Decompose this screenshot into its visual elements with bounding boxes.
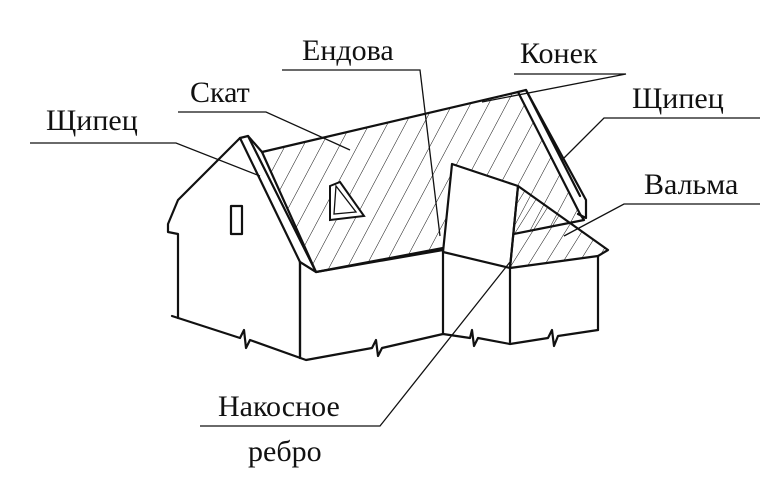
- label-endova: Ендова: [302, 34, 394, 67]
- label-nakosnoe-line2: ребро: [248, 435, 322, 468]
- right-verge-board: [516, 88, 588, 220]
- label-skat: Скат: [190, 76, 250, 109]
- leader-shchipets-right: [561, 117, 760, 161]
- leader-valma: [563, 203, 760, 237]
- leader-konek: [481, 73, 627, 103]
- leader-skat: [178, 111, 351, 151]
- house-drawing: [166, 88, 610, 362]
- left-gable-wall: [166, 136, 302, 360]
- label-nakosnoe-line1: Накосное: [218, 390, 340, 423]
- leader-nakosnoe: [200, 261, 511, 427]
- leader-lines: [30, 69, 760, 427]
- label-shchipets-left: Щипец: [46, 104, 138, 137]
- label-konek: Конек: [520, 37, 598, 70]
- main-eave: [298, 248, 445, 274]
- labels: Ендова Конек Скат Щипец Щипец Вальма Нак…: [46, 34, 738, 468]
- label-valma: Вальма: [644, 168, 738, 201]
- ground-line: [170, 314, 445, 362]
- leader-endova: [282, 69, 441, 237]
- leader-shchipets-left: [30, 142, 261, 177]
- label-shchipets-right: Щипец: [632, 82, 724, 115]
- gable-window: [229, 204, 244, 236]
